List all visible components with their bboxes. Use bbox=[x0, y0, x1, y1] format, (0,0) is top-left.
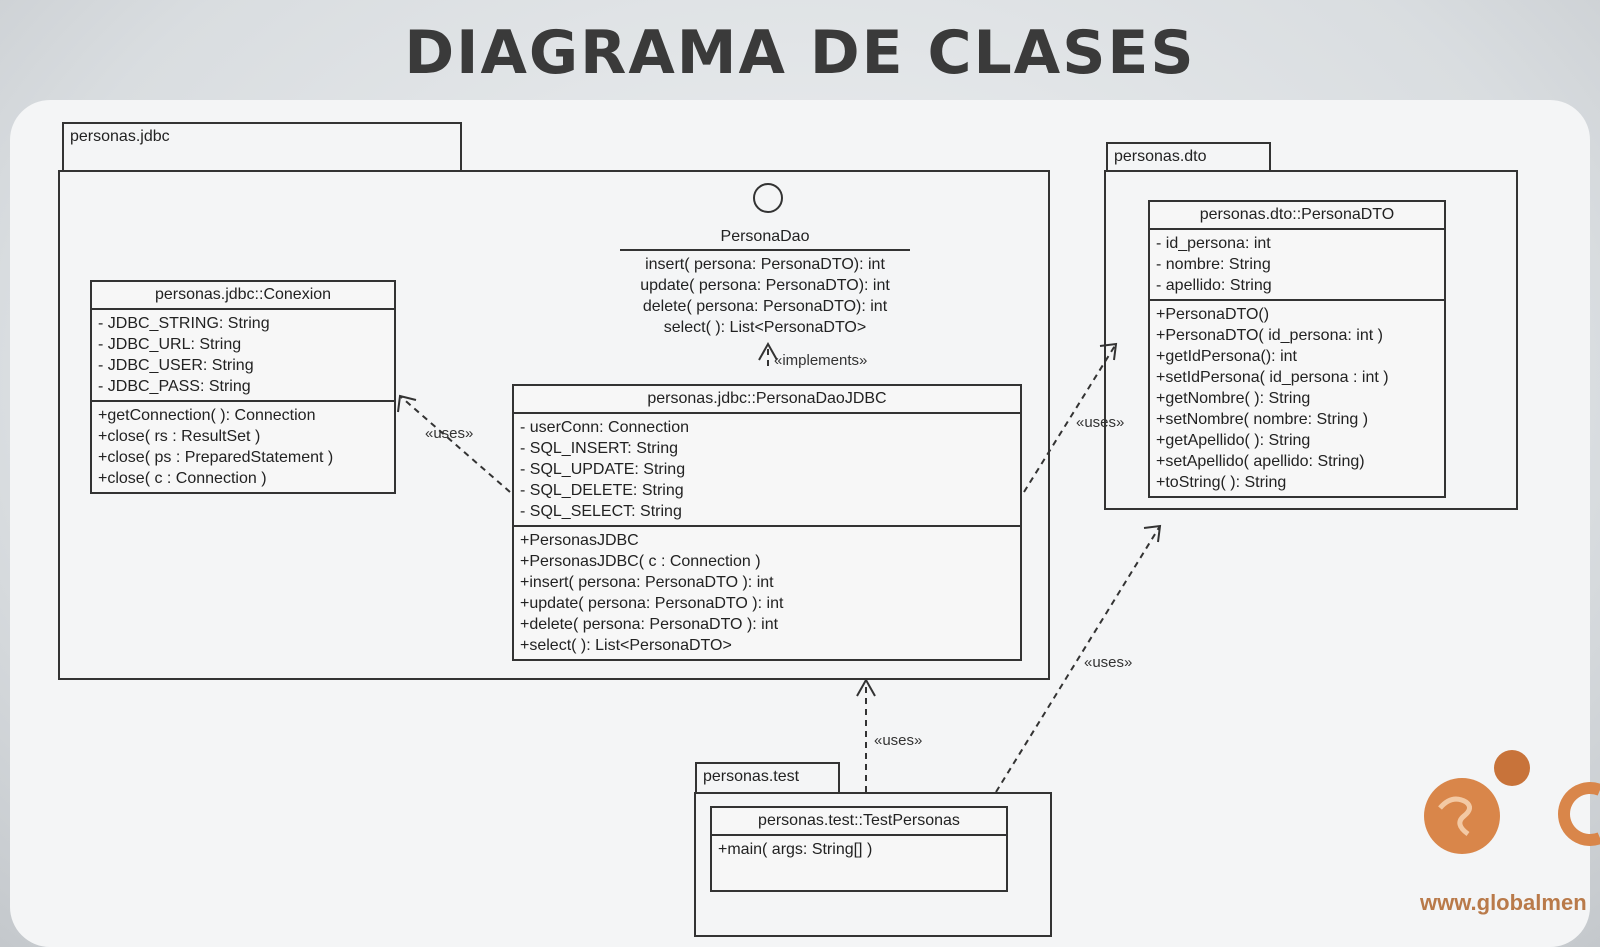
globe-icon bbox=[1424, 750, 1600, 854]
interface-name: PersonaDao bbox=[620, 228, 910, 251]
operation: +PersonaDTO() bbox=[1156, 306, 1270, 323]
class-name: personas.jdbc::Conexion bbox=[92, 282, 394, 310]
operation: +setNombre( nombre: String ) bbox=[1156, 411, 1369, 428]
package-body-dto bbox=[1104, 170, 1518, 510]
operation: +getIdPersona(): int bbox=[1156, 348, 1297, 365]
operation: +setIdPersona( id_persona : int ) bbox=[1156, 369, 1389, 386]
attribute: - SQL_INSERT: String bbox=[520, 440, 678, 457]
uses-line-conexion bbox=[399, 395, 511, 493]
attribute: - JDBC_URL: String bbox=[98, 336, 242, 353]
uses-label-dto: «uses» bbox=[1076, 414, 1125, 431]
interface-persona-dao: PersonaDao insert( persona: PersonaDTO):… bbox=[620, 228, 910, 338]
operation: +getApellido( ): String bbox=[1156, 432, 1311, 449]
uses-arrowhead-conexion bbox=[397, 394, 417, 413]
class-name: personas.jdbc::PersonaDaoJDBC bbox=[514, 386, 1020, 414]
attribute: - apellido: String bbox=[1156, 277, 1272, 294]
operations-section: +main( args: String[] ) bbox=[712, 836, 1006, 863]
uses-label-conexion: «uses» bbox=[425, 425, 474, 442]
package-label-jdbc: personas.jdbc bbox=[70, 128, 170, 145]
attributes-section: - JDBC_STRING: String - JDBC_URL: String… bbox=[92, 310, 394, 400]
operation: +toString( ): String bbox=[1156, 474, 1287, 491]
attribute: - SQL_DELETE: String bbox=[520, 482, 684, 499]
operation: delete( persona: PersonaDTO): int bbox=[642, 298, 888, 315]
operation: +close( rs : ResultSet ) bbox=[98, 428, 261, 445]
operation: +main( args: String[] ) bbox=[718, 841, 873, 858]
logo-text: www.globalmen bbox=[1420, 890, 1587, 915]
operation: +insert( persona: PersonaDTO ): int bbox=[520, 574, 774, 591]
attribute: - JDBC_STRING: String bbox=[98, 315, 270, 332]
class-persona-dto: personas.dto::PersonaDTO - id_persona: i… bbox=[1148, 200, 1446, 498]
attributes-section: - userConn: Connection - SQL_INSERT: Str… bbox=[514, 414, 1020, 525]
operation: +PersonasJDBC bbox=[520, 532, 639, 549]
package-body-jdbc bbox=[58, 170, 1050, 680]
attribute: - nombre: String bbox=[1156, 256, 1271, 273]
class-name: personas.test::TestPersonas bbox=[712, 808, 1006, 836]
package-label-test: personas.test bbox=[703, 768, 800, 785]
attributes-section: - id_persona: int - nombre: String - ape… bbox=[1150, 230, 1444, 299]
attribute: - SQL_SELECT: String bbox=[520, 503, 682, 520]
operation: +setApellido( apellido: String) bbox=[1156, 453, 1365, 470]
class-test-personas: personas.test::TestPersonas +main( args:… bbox=[710, 806, 1008, 892]
uses-line-test-dto bbox=[995, 525, 1161, 793]
operations-section: +PersonaDTO() +PersonaDTO( id_persona: i… bbox=[1150, 299, 1444, 496]
attribute: - userConn: Connection bbox=[520, 419, 689, 436]
operation: +update( persona: PersonaDTO ): int bbox=[520, 595, 784, 612]
class-name: personas.dto::PersonaDTO bbox=[1150, 202, 1444, 230]
operation: +PersonasJDBC( c : Connection ) bbox=[520, 553, 761, 570]
operation: +PersonaDTO( id_persona: int ) bbox=[1156, 327, 1383, 344]
operation: update( persona: PersonaDTO): int bbox=[640, 277, 890, 294]
operation: +delete( persona: PersonaDTO ): int bbox=[520, 616, 779, 633]
implements-label: «implements» bbox=[774, 352, 868, 369]
operation: +select( ): List<PersonaDTO> bbox=[520, 637, 732, 654]
attribute: - JDBC_USER: String bbox=[98, 357, 254, 374]
operations-section: +getConnection( ): Connection +close( rs… bbox=[92, 400, 394, 492]
uses-line-dto bbox=[1023, 343, 1117, 493]
class-persona-dao-jdbc: personas.jdbc::PersonaDaoJDBC - userConn… bbox=[512, 384, 1022, 661]
operations-section: +PersonasJDBC +PersonasJDBC( c : Connect… bbox=[514, 525, 1020, 659]
implements-arrowhead bbox=[758, 341, 778, 361]
attribute: - JDBC_PASS: String bbox=[98, 378, 251, 395]
uses-label-test-dto: «uses» bbox=[1084, 654, 1133, 671]
uses-label-test-dao: «uses» bbox=[874, 732, 923, 749]
class-conexion: personas.jdbc::Conexion - JDBC_STRING: S… bbox=[90, 280, 396, 494]
operation: insert( persona: PersonaDTO): int bbox=[645, 256, 885, 273]
diagram-title: DIAGRAMA DE CLASES bbox=[404, 18, 1196, 88]
package-body-test bbox=[694, 792, 1052, 937]
uses-arrowhead-test-dto bbox=[1143, 524, 1162, 543]
attribute: - SQL_UPDATE: String bbox=[520, 461, 686, 478]
operation: select( ): List<PersonaDTO> bbox=[663, 319, 867, 336]
interface-lollipop-icon bbox=[753, 183, 783, 213]
uses-arrowhead-dto bbox=[1099, 342, 1118, 361]
operation: +close( ps : PreparedStatement ) bbox=[98, 449, 334, 466]
operation: +close( c : Connection ) bbox=[98, 470, 267, 487]
package-label-dto: personas.dto bbox=[1114, 148, 1207, 165]
operation: +getConnection( ): Connection bbox=[98, 407, 316, 424]
attribute: - id_persona: int bbox=[1156, 235, 1271, 252]
uses-arrowhead-test-dao bbox=[856, 677, 876, 697]
operation: +getNombre( ): String bbox=[1156, 390, 1311, 407]
